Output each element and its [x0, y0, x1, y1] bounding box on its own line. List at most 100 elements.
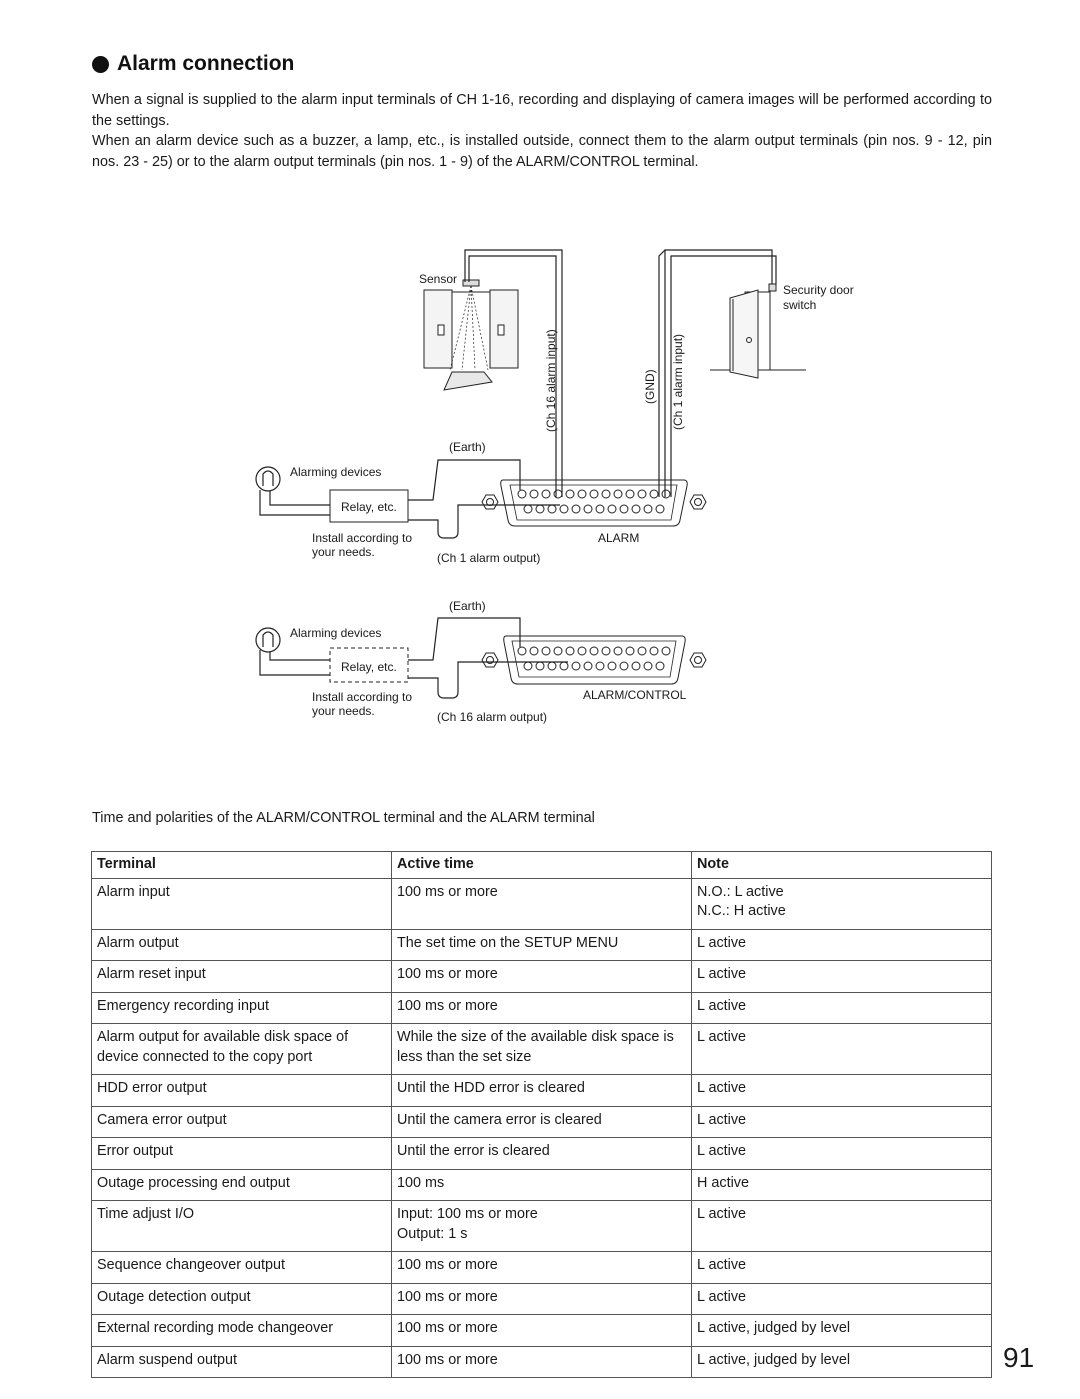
lower-earth-label: (Earth) — [449, 599, 486, 613]
bullet-icon — [92, 55, 109, 73]
lower-output-wiring — [259, 617, 568, 699]
upper-relay-label: Relay, etc. — [341, 500, 397, 514]
note-cell: L active — [691, 1137, 992, 1170]
table-caption: Time and polarities of the ALARM/CONTROL… — [92, 810, 595, 826]
terminal-cell: Sequence changeover output — [91, 1251, 392, 1284]
table-row: Sequence changeover output 100 ms or mor… — [91, 1251, 992, 1284]
terminal-cell: Alarm suspend output — [91, 1345, 392, 1378]
lower-install-line2: your needs. — [312, 704, 375, 718]
lower-output-label: (Ch 16 alarm output) — [437, 710, 547, 724]
upper-install-line1: Install according to — [312, 531, 412, 545]
active-time-cell: While the size of the available disk spa… — [391, 1023, 692, 1075]
sensor-illustration — [423, 279, 519, 391]
active-time-cell: Until the error is cleared — [391, 1137, 692, 1170]
table-row: Error output Until the error is cleared … — [91, 1137, 992, 1170]
terminal-cell: Outage processing end output — [91, 1168, 392, 1201]
alarm-terminal-label: ALARM — [598, 531, 639, 545]
terminal-cell: Error output — [91, 1137, 392, 1170]
input-wiring — [464, 249, 777, 497]
terminal-cell: Time adjust I/O — [91, 1200, 392, 1252]
table-row: Outage processing end output 100 ms H ac… — [91, 1168, 992, 1201]
note-cell: L active — [691, 960, 992, 993]
alarm-control-pins-top-row — [517, 646, 671, 656]
active-time-cell: 100 ms or more — [391, 1314, 692, 1347]
alarm-control-pins-bottom-row — [523, 661, 665, 671]
table-row: Alarm suspend output 100 ms or more L ac… — [91, 1345, 992, 1378]
alarm-connector — [481, 479, 707, 527]
active-time-cell: Until the camera error is cleared — [391, 1105, 692, 1138]
lower-lamp-icon — [255, 627, 281, 653]
section-title: Alarm connection — [117, 52, 295, 75]
column-header: Terminal — [91, 851, 392, 879]
active-time-cell: Until the HDD error is cleared — [391, 1074, 692, 1107]
table-row: HDD error output Until the HDD error is … — [91, 1074, 992, 1107]
note-cell: L active — [691, 1200, 992, 1252]
active-time-cell: 100 ms or more — [391, 1251, 692, 1284]
terminal-cell: Alarm input — [91, 877, 392, 930]
active-time-cell: Input: 100 ms or more Output: 1 s — [391, 1200, 692, 1252]
active-time-cell: 100 ms or more — [391, 877, 692, 930]
terminal-cell: Alarm output for available disk space of… — [91, 1023, 392, 1075]
terminal-cell: Camera error output — [91, 1105, 392, 1138]
active-time-cell: 100 ms — [391, 1168, 692, 1201]
note-cell: N.O.: L active N.C.: H active — [691, 877, 992, 930]
intro-paragraph-1: When a signal is supplied to the alarm i… — [92, 92, 992, 129]
table-row: Camera error output Until the camera err… — [91, 1105, 992, 1138]
active-time-cell: 100 ms or more — [391, 1345, 692, 1378]
note-cell: L active — [691, 1105, 992, 1138]
active-time-cell: 100 ms or more — [391, 991, 692, 1024]
table-row: Emergency recording input 100 ms or more… — [91, 991, 992, 1024]
security-door-label-line2: switch — [783, 298, 816, 312]
alarm-control-terminal-label: ALARM/CONTROL — [583, 688, 687, 702]
ch16-alarm-input-label: (Ch 16 alarm input) — [544, 329, 558, 432]
table-row: Alarm reset input 100 ms or more L activ… — [91, 960, 992, 993]
table-row: Alarm output The set time on the SETUP M… — [91, 928, 992, 961]
table-row: Outage detection output 100 ms or more L… — [91, 1282, 992, 1315]
alarm-screw-right-icon — [689, 494, 707, 510]
note-cell: L active — [691, 1023, 992, 1075]
table-row: Time adjust I/O Input: 100 ms or more Ou… — [91, 1200, 992, 1252]
terminal-cell: Alarm output — [91, 928, 392, 961]
table-row: Alarm output for available disk space of… — [91, 1023, 992, 1075]
active-time-cell: The set time on the SETUP MENU — [391, 928, 692, 961]
terminal-cell: Alarm reset input — [91, 960, 392, 993]
lower-install-line1: Install according to — [312, 690, 412, 704]
upper-lamp-icon — [255, 466, 281, 492]
sensor-label: Sensor — [419, 272, 457, 286]
upper-alarming-devices-label: Alarming devices — [290, 465, 381, 479]
upper-earth-label: (Earth) — [449, 440, 486, 454]
security-door-label-line1: Security door — [783, 283, 854, 297]
alarm-connection-diagram: Sensor Security door switch (Ch 16 alarm… — [255, 249, 854, 724]
alarm-pins-bottom-row — [523, 504, 665, 514]
note-cell: L active — [691, 928, 992, 961]
upper-output-label: (Ch 1 alarm output) — [437, 551, 540, 565]
ch1-alarm-input-label: (Ch 1 alarm input) — [671, 334, 685, 430]
upper-relay-box — [329, 489, 409, 523]
alarm-screw-left-icon — [481, 494, 499, 510]
note-cell: L active — [691, 1251, 992, 1284]
alarm-control-connector — [481, 635, 707, 685]
table-row: Alarm input 100 ms or more N.O.: L activ… — [91, 877, 992, 930]
intro-text: When a signal is supplied to the alarm i… — [92, 90, 992, 172]
active-time-cell: 100 ms or more — [391, 1282, 692, 1315]
column-header: Active time — [391, 851, 692, 879]
active-time-cell: 100 ms or more — [391, 960, 692, 993]
terminal-cell: Emergency recording input — [91, 991, 392, 1024]
alarm-control-screw-right-icon — [689, 652, 707, 668]
note-cell: L active — [691, 991, 992, 1024]
security-door-illustration — [710, 283, 806, 379]
table-row: External recording mode changeover 100 m… — [91, 1314, 992, 1347]
section-heading: Alarm connection — [92, 52, 294, 76]
intro-paragraph-2: When an alarm device such as a buzzer, a… — [92, 133, 992, 170]
note-cell: L active, judged by level — [691, 1345, 992, 1378]
note-cell: L active — [691, 1282, 992, 1315]
terminal-cell: HDD error output — [91, 1074, 392, 1107]
note-cell: L active — [691, 1074, 992, 1107]
alarm-pins-top-row — [517, 489, 671, 499]
note-cell: H active — [691, 1168, 992, 1201]
lower-relay-box — [329, 647, 409, 683]
column-header: Note — [691, 851, 992, 879]
upper-install-line2: your needs. — [312, 545, 375, 559]
gnd-label: (GND) — [643, 369, 657, 404]
terminal-cell: External recording mode changeover — [91, 1314, 392, 1347]
